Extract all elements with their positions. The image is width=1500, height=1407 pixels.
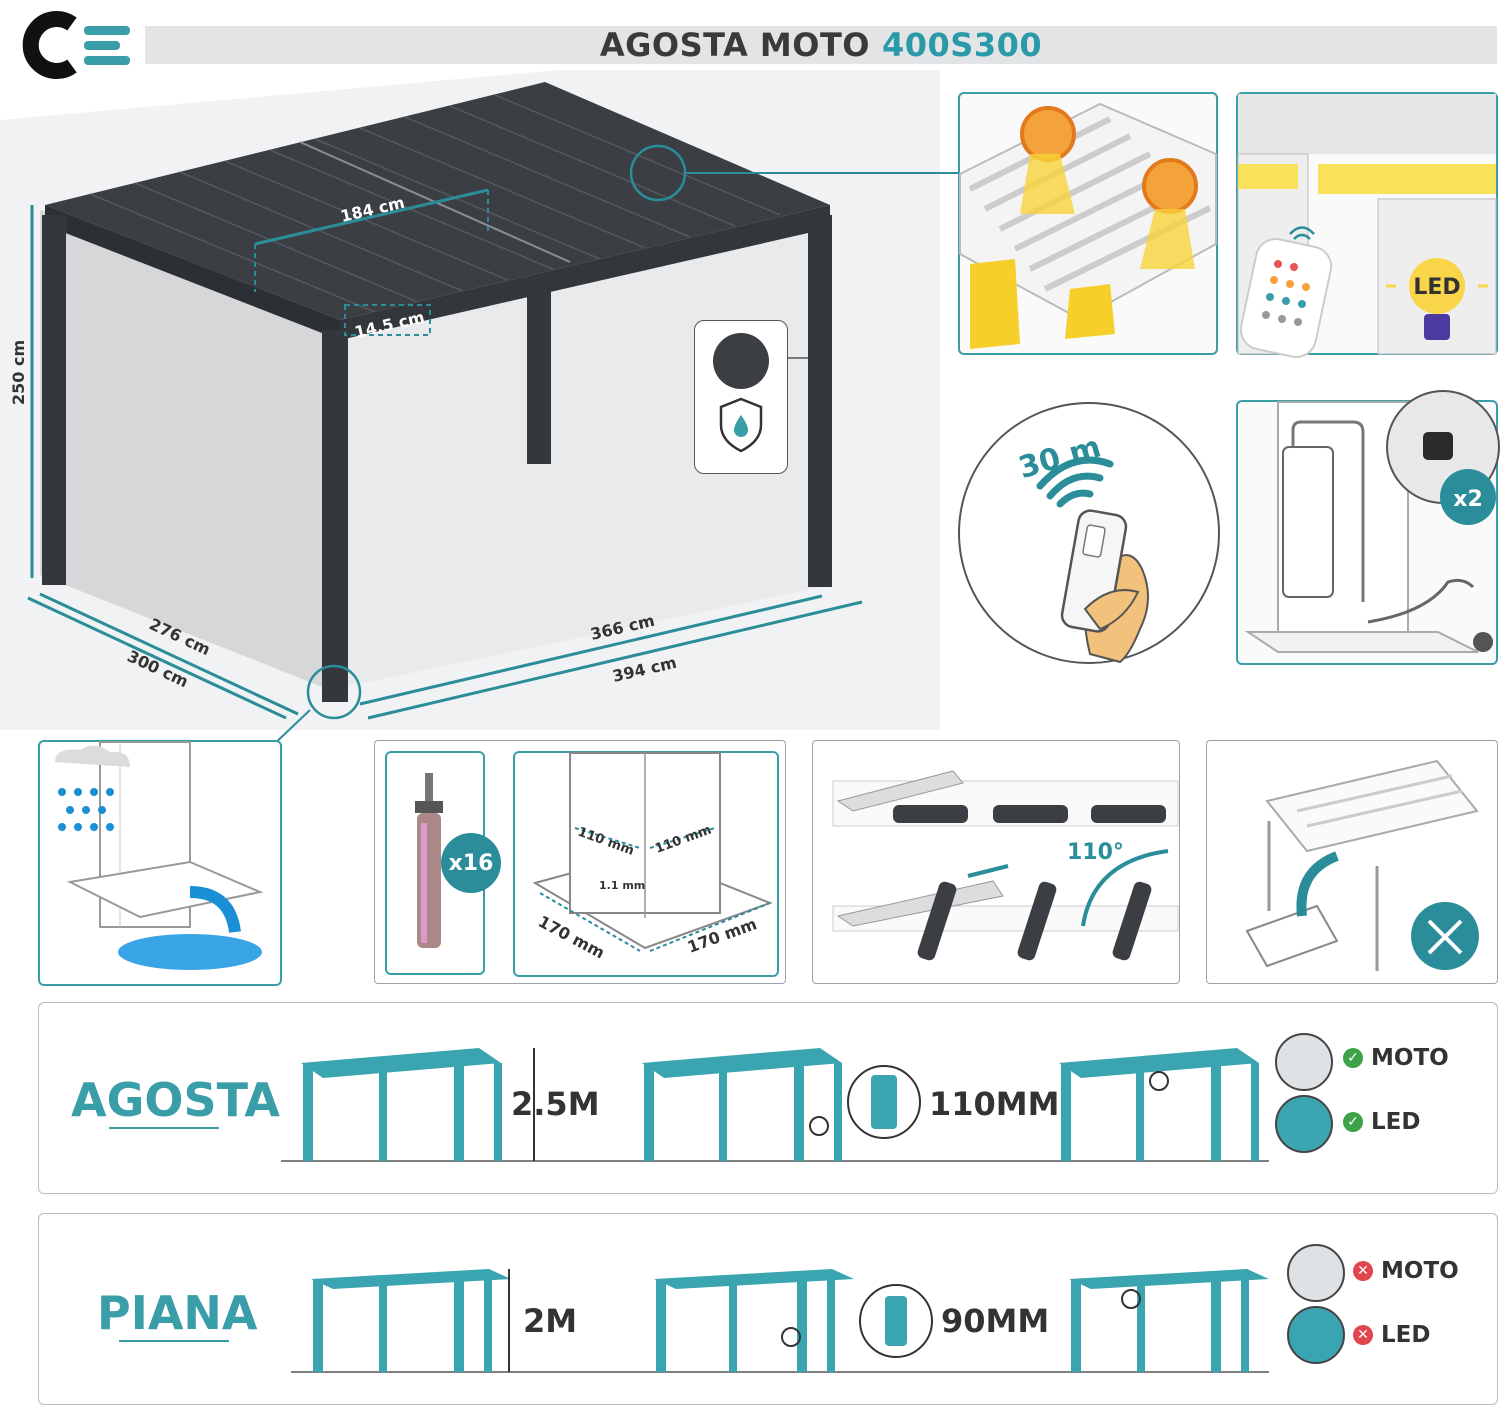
assembly-panel [1206, 740, 1498, 984]
agosta-moto-check-icon: ✓ [1343, 1048, 1363, 1068]
agosta-brand-label: AGOSTA [71, 1073, 280, 1127]
power-supply-icon: x2 [1244, 390, 1500, 653]
agosta-pergola-drawings [281, 1048, 1269, 1162]
anchor-bolt-icon [415, 773, 443, 948]
agosta-height-value: 2.5M [511, 1085, 600, 1123]
anthracite-swatch [713, 333, 769, 389]
piana-height-value: 2M [523, 1302, 578, 1340]
product-title: AGOSTA MOTO 400S300 [145, 26, 1497, 64]
agosta-led-label: LED [1371, 1109, 1421, 1135]
remote-control-icon: 30 m [1015, 429, 1150, 664]
anchor-count: x16 [448, 850, 494, 876]
title-model: 400S300 [881, 26, 1043, 64]
assembly-icon [1245, 759, 1479, 971]
rotation-angle-label: 110° [1067, 840, 1124, 865]
piana-led-cross-icon: ✕ [1353, 1325, 1373, 1345]
blade-rotation-icon: 110° [832, 770, 1179, 961]
agosta-moto-label: MOTO [1371, 1045, 1449, 1071]
rain-drainage-icon [55, 741, 264, 970]
piana-moto-icon [1287, 1244, 1345, 1302]
height-label: 250 cm [9, 340, 28, 405]
anchor-count-badge: x16 [441, 833, 501, 893]
led-lighting-panel: LED [1236, 92, 1498, 358]
piana-post-value: 90MM [941, 1302, 1050, 1340]
piana-pergola-drawings [291, 1269, 1269, 1373]
waterproof-shield-icon [719, 397, 763, 453]
power-supply-panel: x2 [1236, 390, 1500, 665]
anchor-detail-panel: x16 110 mm 110 mm 1.1 mm 170 mm 170 mm [374, 740, 786, 984]
agosta-moto-feature: ✓ MOTO [1343, 1045, 1449, 1071]
adjustable-louvers-icon [959, 102, 1217, 349]
agosta-post-value: 110MM [929, 1085, 1060, 1123]
gap-label: 1.1 mm [599, 879, 645, 892]
brand-logo [14, 10, 130, 80]
piana-moto-feature: ✕ MOTO [1353, 1258, 1459, 1284]
agosta-led-check-icon: ✓ [1343, 1112, 1363, 1132]
title-main: AGOSTA MOTO [599, 26, 870, 64]
piana-led-label: LED [1381, 1322, 1431, 1348]
anchor-bolts-box: x16 [385, 751, 501, 975]
piana-led-icon [1287, 1306, 1345, 1364]
color-swatch-card [694, 320, 788, 474]
comparison-row-agosta: AGOSTA 2.5M 110MM ✓ MOTO ✓ LED [38, 1002, 1498, 1194]
drainage-detail-panel [38, 740, 282, 986]
piana-moto-cross-icon: ✕ [1353, 1261, 1373, 1281]
piana-brand-underline [119, 1340, 229, 1342]
agosta-led-feature: ✓ LED [1343, 1109, 1420, 1135]
plug-count-label: x2 [1453, 487, 1483, 512]
base-plate-icon: 110 mm 110 mm 1.1 mm 170 mm 170 mm [532, 752, 773, 962]
piana-moto-label: MOTO [1381, 1258, 1459, 1284]
agosta-brand-underline [109, 1127, 219, 1129]
piana-led-feature: ✕ LED [1353, 1322, 1430, 1348]
led-remote-icon: LED [1237, 94, 1497, 358]
piana-brand-label: PIANA [97, 1286, 258, 1340]
louver-sun-panel [958, 92, 1218, 355]
pergola-diagram: 250 cm 184 cm 14.5 cm 276 cm 300 cm 366 … [0, 70, 958, 749]
base-plate-box: 110 mm 110 mm 1.1 mm 170 mm 170 mm [513, 751, 779, 977]
blade-rotation-panel: 110° [812, 740, 1180, 984]
led-label: LED [1413, 275, 1460, 300]
comparison-row-piana: PIANA 2M 90MM ✕ MOTO ✕ LED [38, 1213, 1498, 1405]
piana-post-icon [859, 1284, 933, 1358]
agosta-moto-icon [1275, 1033, 1333, 1091]
remote-range-badge: 30 m [958, 402, 1220, 664]
agosta-post-icon [847, 1065, 921, 1139]
agosta-led-icon [1275, 1095, 1333, 1153]
